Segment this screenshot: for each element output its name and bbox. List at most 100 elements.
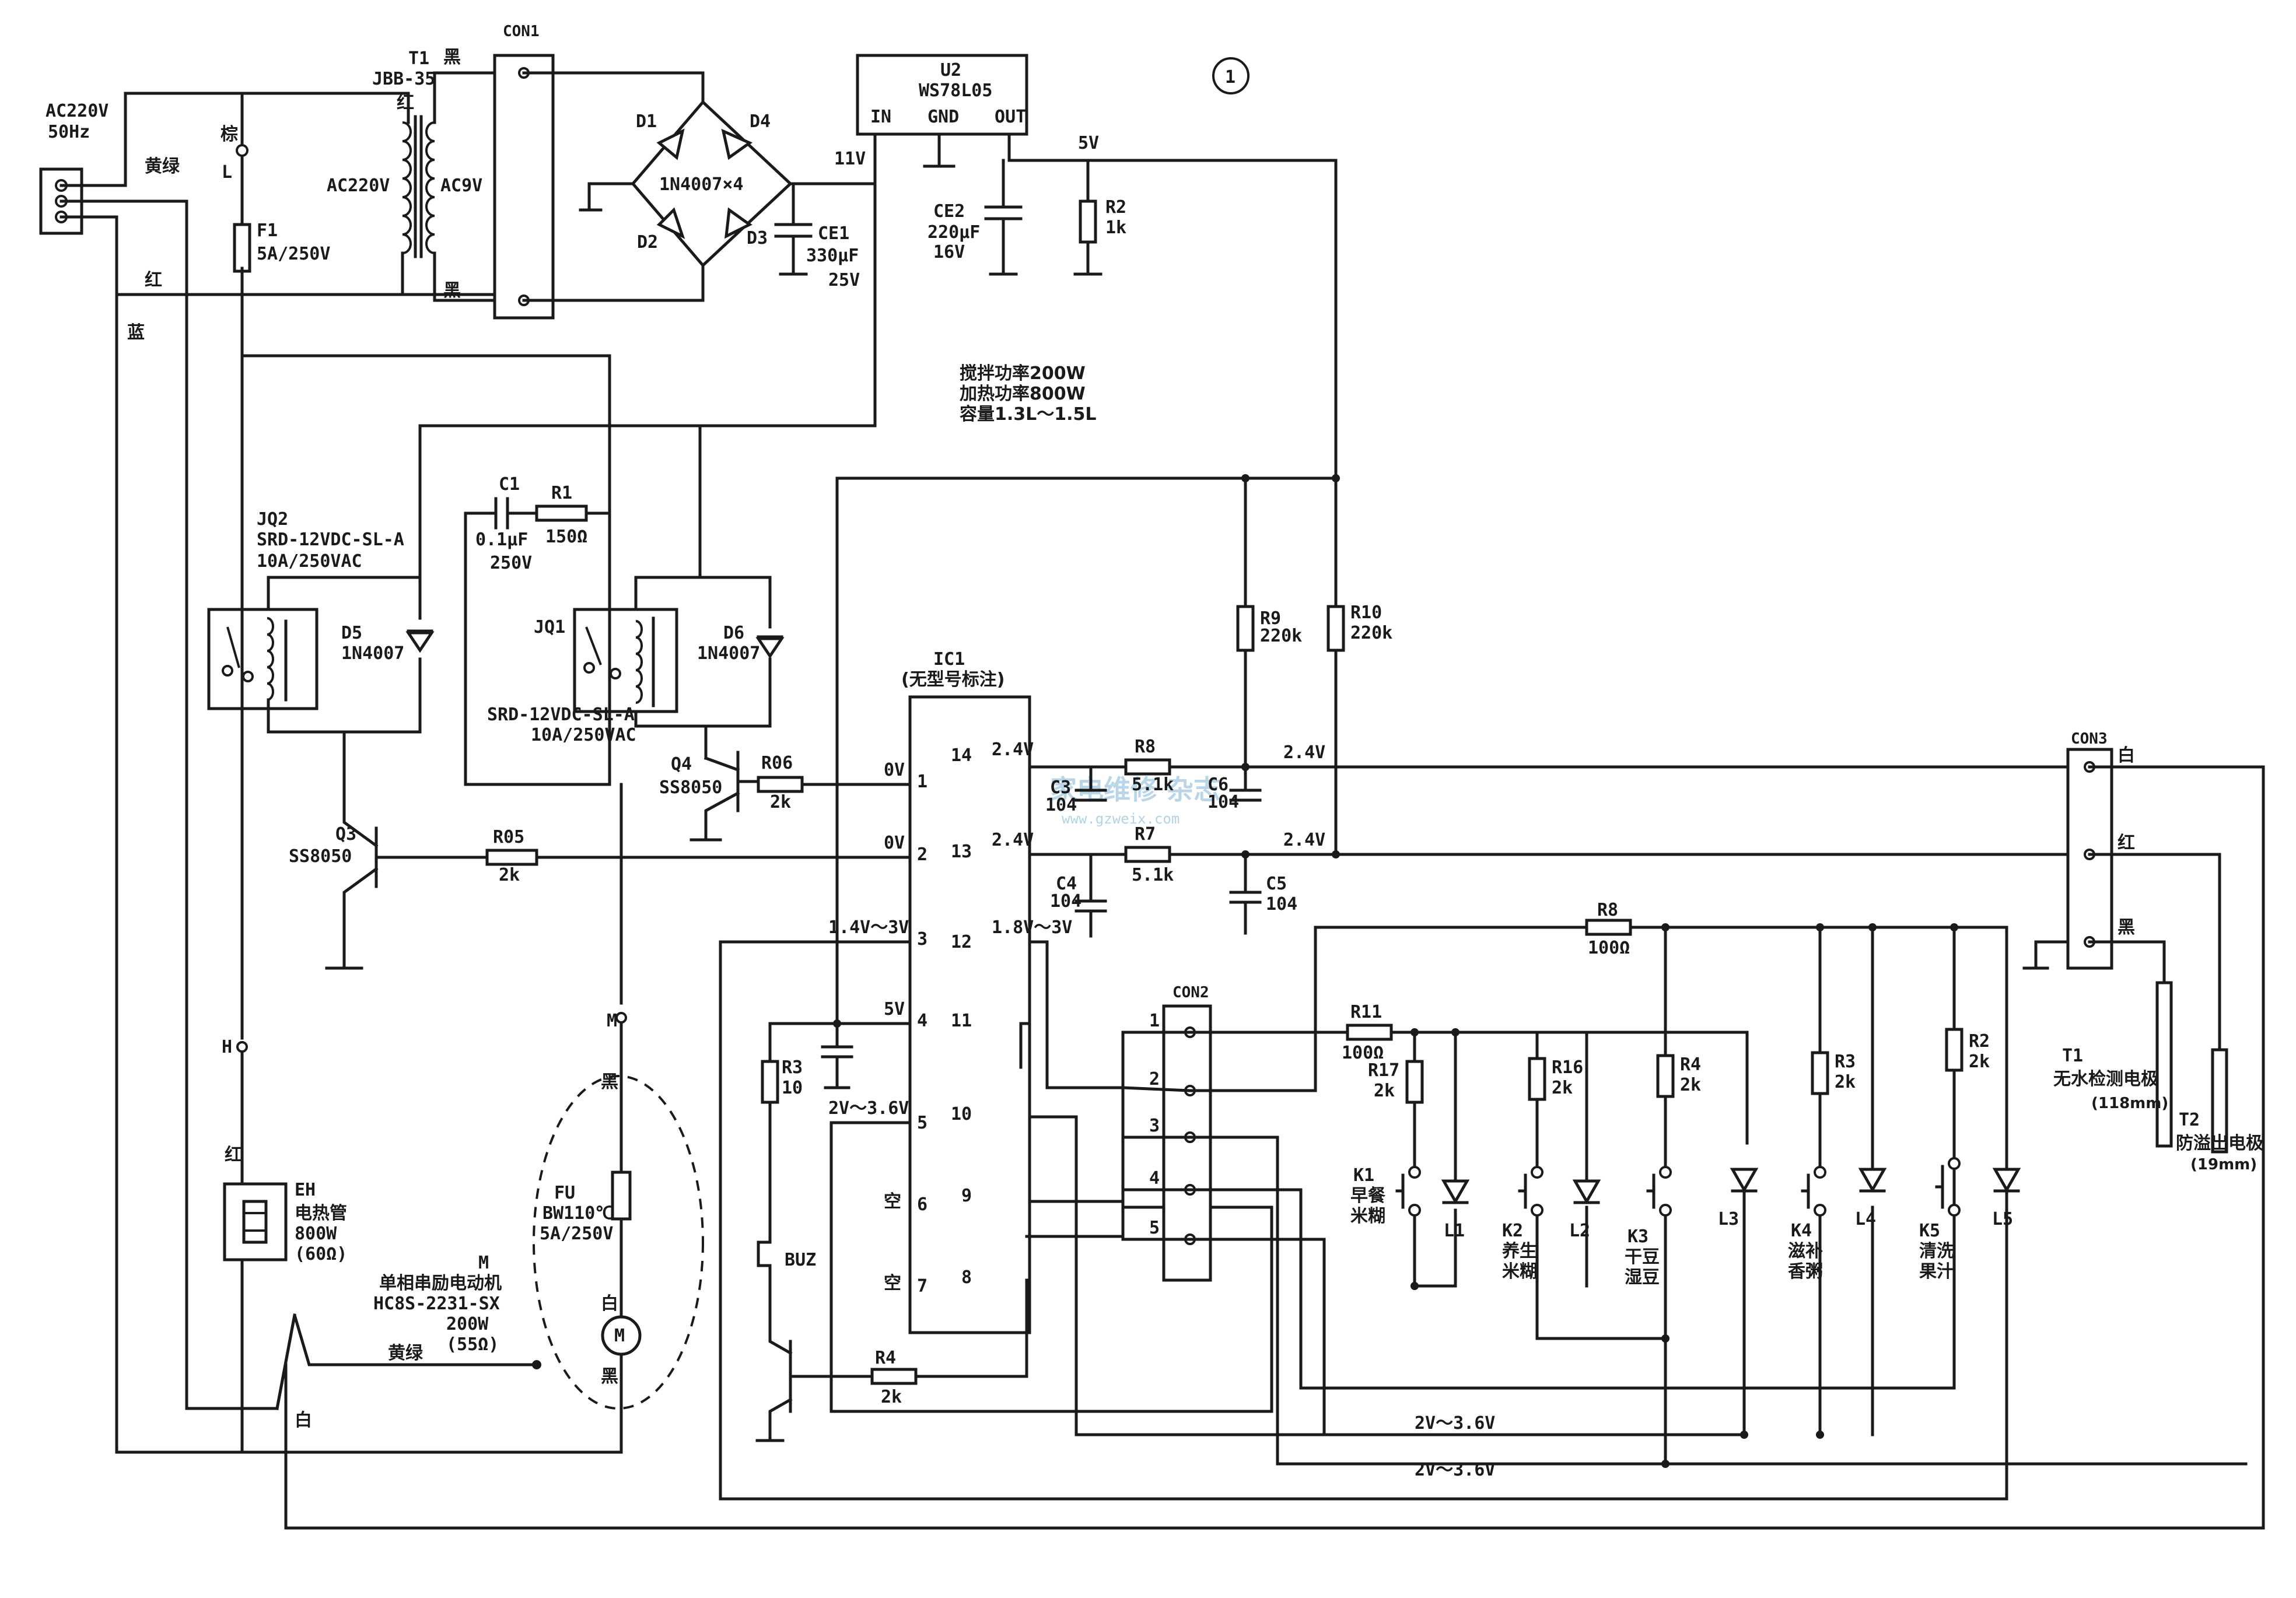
ic1-pin-12: 12 xyxy=(951,932,972,952)
jq1-rating: 10A/250VAC xyxy=(531,725,636,745)
c4-value: 104 xyxy=(1050,891,1082,912)
r4-buz-ref: R4 xyxy=(875,1348,896,1368)
key-k2[interactable] xyxy=(1518,1166,1544,1217)
ic1-pin-11: 11 xyxy=(951,1011,972,1031)
r8-sense-value: 5.1k xyxy=(1132,775,1174,795)
r2-ref: R2 xyxy=(1105,197,1126,218)
fu-value: 5A/250V xyxy=(540,1224,613,1244)
u2-ref: U2 xyxy=(940,60,961,80)
motor-model: HC8S-2231-SX xyxy=(373,1294,500,1314)
q3-model: SS8050 xyxy=(289,846,352,867)
led-l4-ref: L4 xyxy=(1855,1209,1876,1229)
panel-wiring xyxy=(1121,919,2248,1466)
led-l5 xyxy=(1992,1168,2021,1193)
u2-gnd: GND xyxy=(928,107,959,127)
diode-d5 xyxy=(405,631,435,653)
rail-11v-label: 11V xyxy=(834,149,866,169)
wire-blue-label: 蓝 xyxy=(127,323,145,343)
motor-name: 单相串励电动机 xyxy=(379,1273,502,1294)
ce1-voltage: 25V xyxy=(828,270,860,290)
electrode-t2-length: (19mm) xyxy=(2190,1156,2257,1173)
r10-value: 220k xyxy=(1350,623,1392,643)
key-k3-label-2: 湿豆 xyxy=(1625,1267,1660,1288)
transformer-secondary-label: AC9V xyxy=(440,176,482,196)
r16-ref: R16 xyxy=(1552,1057,1583,1078)
panel-junctions xyxy=(1410,923,1958,1468)
ic1-pin-13: 13 xyxy=(951,842,972,862)
ic1-v-pin1: 0V xyxy=(884,760,905,780)
key-k1[interactable] xyxy=(1395,1166,1421,1217)
r11-ref: R11 xyxy=(1350,1002,1382,1022)
ce2-value: 220μF xyxy=(928,222,980,243)
connector-con1-label: CON1 xyxy=(503,23,540,40)
motor-white-wire: 白 xyxy=(601,1294,618,1314)
ic1-v-pin7: 空 xyxy=(884,1273,901,1294)
ce1-ref: CE1 xyxy=(818,223,849,244)
led-l1 xyxy=(1441,1179,1470,1205)
transformer-primary-label: AC220V xyxy=(327,176,390,196)
electrode-t1-name: 无水检测电极 xyxy=(2053,1069,2158,1089)
ic1-pin-3: 3 xyxy=(917,929,928,949)
r3-panel-value: 2k xyxy=(1835,1072,1856,1092)
key-k5-label-2: 果汁 xyxy=(1919,1261,1954,1282)
white-wire-label: 白 xyxy=(295,1410,312,1431)
key-k4-ref: K4 xyxy=(1791,1221,1812,1241)
con3-red-label: 红 xyxy=(2118,833,2135,853)
con3-white-label: 白 xyxy=(2118,745,2135,766)
ic1-pin-1: 1 xyxy=(917,772,928,792)
ac-freq-label: 50Hz xyxy=(48,122,90,142)
c3-ref: C3 xyxy=(1050,777,1071,798)
diode-d6 xyxy=(755,637,785,659)
electrode-t2-name: 防溢出电极 xyxy=(2176,1133,2263,1154)
ic1-v-pin3: 1.4V～3V xyxy=(828,917,909,938)
d5-ref: D5 xyxy=(341,623,362,643)
page-number-badge: 1 xyxy=(1212,57,1250,94)
key-k2-ref: K2 xyxy=(1502,1221,1523,1241)
r4-buz-value: 2k xyxy=(881,1387,902,1407)
rail-13-voltage: 2.4V xyxy=(1283,830,1325,850)
con3-label: CON3 xyxy=(2071,730,2108,748)
key-k3[interactable] xyxy=(1646,1166,1672,1217)
jq1-ref: JQ1 xyxy=(534,617,565,637)
c6-ref: C6 xyxy=(1208,775,1228,795)
r2-panel-value: 2k xyxy=(1969,1052,1990,1072)
fu-model: BW110℃ xyxy=(542,1203,615,1224)
r2-value: 1k xyxy=(1105,218,1126,238)
c6-value: 104 xyxy=(1208,792,1239,812)
ic1-pin-4: 4 xyxy=(917,1011,928,1031)
r16-value: 2k xyxy=(1552,1078,1573,1098)
wire-yellow-green: 黄绿 xyxy=(145,156,180,177)
ic1-pin-2: 2 xyxy=(917,844,928,865)
motor-m xyxy=(532,1012,704,1454)
ic1-note: (无型号标注) xyxy=(901,670,1005,690)
r10-ref: R10 xyxy=(1350,602,1382,623)
key-k4[interactable] xyxy=(1801,1166,1826,1217)
r8-panel-value: 100Ω xyxy=(1588,938,1630,958)
plug-L-terminal xyxy=(236,144,249,157)
con2-label: CON2 xyxy=(1172,984,1209,1001)
ce1-value: 330μF xyxy=(806,246,859,266)
ic1-pin-6: 6 xyxy=(917,1194,928,1215)
led-l2-ref: L2 xyxy=(1569,1221,1590,1241)
rail-5v-label: 5V xyxy=(1078,133,1099,153)
buzzer-driver xyxy=(755,1022,918,1442)
transformer-t1-model: JBB-35 xyxy=(372,69,435,89)
ic1-pin-5: 5 xyxy=(917,1113,928,1133)
ground-bus-white xyxy=(275,768,2265,1530)
spec-heat-power: 加热功率800W xyxy=(960,384,1086,404)
r05-ref: R05 xyxy=(493,827,524,847)
ic1-pin-7: 7 xyxy=(917,1276,928,1296)
c1-value: 0.1μF xyxy=(475,530,528,550)
electrode-t2-ref: T2 xyxy=(2179,1110,2200,1130)
con3-black-label: 黑 xyxy=(2118,917,2135,938)
key-k5[interactable] xyxy=(1935,1157,1961,1217)
wire-brown-label: 棕 xyxy=(220,124,238,145)
spec-stir-power: 搅拌功率200W xyxy=(960,363,1086,384)
motor-black-wire: 黑 xyxy=(601,1072,618,1092)
ic1-chip xyxy=(908,695,1031,1334)
ic1-pin-9: 9 xyxy=(961,1186,972,1206)
sense-network xyxy=(1074,474,1345,938)
r3-buz-value: 10 xyxy=(782,1078,803,1098)
jq1-model: SRD-12VDC-SL-A xyxy=(487,705,635,725)
